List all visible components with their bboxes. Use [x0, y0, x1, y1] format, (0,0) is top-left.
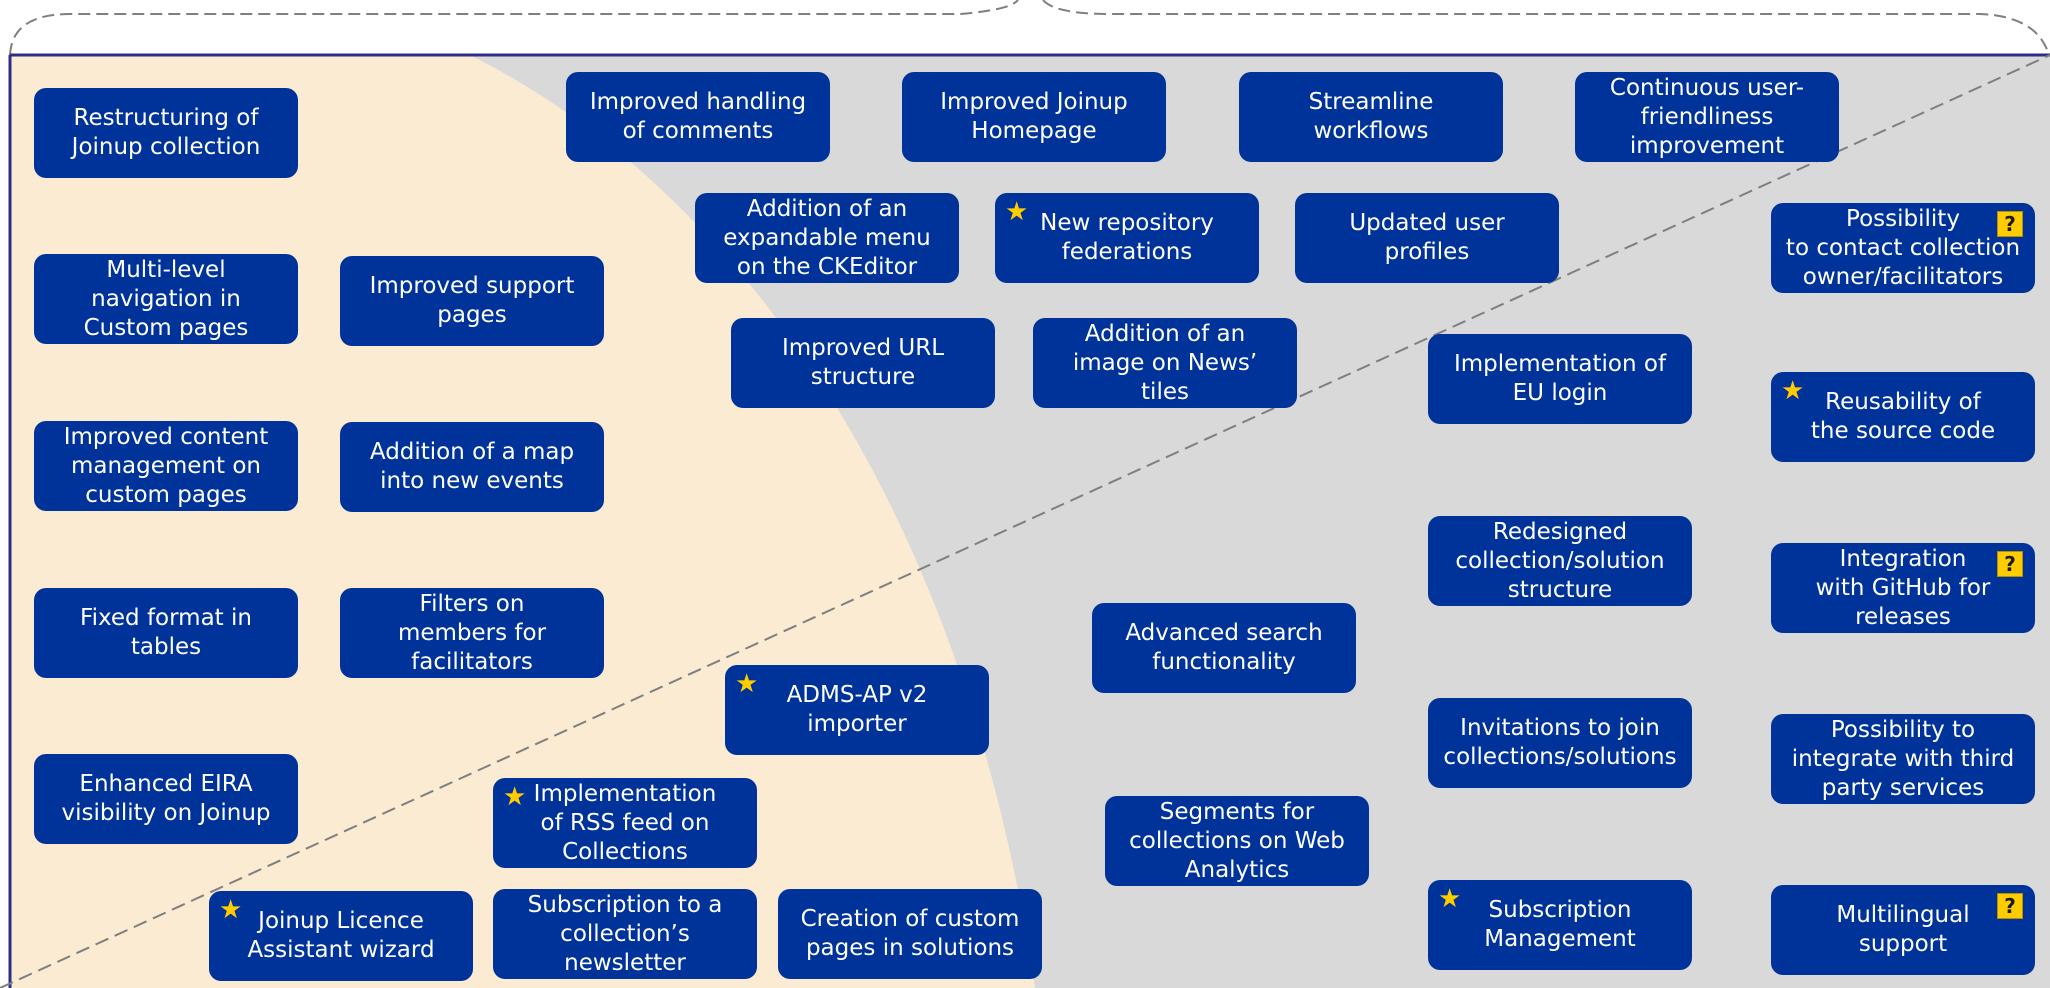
roadmap-card: Addition of a map into new events	[340, 422, 604, 512]
roadmap-card: Implementation of RSS feed on Collection…	[493, 778, 757, 868]
star-icon: ★	[219, 895, 243, 925]
card-label: Updated user profiles	[1349, 210, 1505, 265]
question-icon: ?	[1997, 893, 2023, 919]
star-icon: ★	[735, 669, 759, 699]
card-label: Creation of custom pages in solutions	[800, 906, 1020, 961]
roadmap-card: Invitations to join collections/solution…	[1428, 698, 1692, 788]
card-label: Filters on members for facilitators	[397, 590, 547, 675]
card-label: Improved Joinup Homepage	[940, 89, 1128, 144]
roadmap-card: Improved support pages	[340, 256, 604, 346]
roadmap-card: Possibility to integrate with third part…	[1771, 714, 2035, 804]
roadmap-card: Streamline workflows	[1239, 72, 1503, 162]
roadmap-card: Restructuring of Joinup collection	[34, 88, 298, 178]
roadmap-card: Updated user profiles	[1295, 193, 1559, 283]
card-label: Joinup Licence Assistant wizard	[247, 908, 435, 963]
roadmap-card: Creation of custom pages in solutions	[778, 889, 1042, 979]
card-label: ADMS-AP v2 importer	[786, 682, 928, 737]
roadmap-card: Implementation of EU login	[1428, 334, 1692, 424]
card-label: New repository federations	[1040, 210, 1214, 265]
card-label: Multilingual support	[1836, 902, 1970, 957]
roadmap-card: Possibility to contact collection owner/…	[1771, 203, 2035, 293]
roadmap-card: Fixed format in tables	[34, 588, 298, 678]
roadmap-card: Improved handling of comments	[566, 72, 830, 162]
roadmap-card: Filters on members for facilitators	[340, 588, 604, 678]
card-label: Possibility to integrate with third part…	[1791, 716, 2015, 801]
card-label: Addition of a map into new events	[369, 439, 575, 494]
roadmap-card: Multi-level navigation in Custom pages	[34, 254, 298, 344]
card-label: Continuous user- friendliness improvemen…	[1609, 74, 1805, 159]
card-label: Invitations to join collections/solution…	[1443, 715, 1677, 770]
card-label: Addition of an expandable menu on the CK…	[723, 195, 931, 280]
card-label: Segments for collections on Web Analytic…	[1129, 798, 1345, 883]
card-label: Integration with GitHub for releases	[1815, 545, 1991, 630]
roadmap-card: Improved content management on custom pa…	[34, 421, 298, 511]
star-icon: ★	[1005, 197, 1029, 227]
card-label: Redesigned collection/solution structure	[1455, 518, 1665, 603]
question-icon: ?	[1997, 211, 2023, 237]
roadmap-card: Multilingual support?	[1771, 885, 2035, 975]
diagonal-divider	[0, 54, 2050, 988]
question-icon: ?	[1997, 551, 2023, 577]
top-brace-left	[9, 0, 1019, 56]
roadmap-card: Subscription to a collection’s newslette…	[493, 889, 757, 979]
card-label: Streamline workflows	[1308, 89, 1434, 144]
top-brace-right	[1042, 0, 2049, 53]
roadmap-card: Improved Joinup Homepage	[902, 72, 1166, 162]
roadmap-card: Joinup Licence Assistant wizard★	[209, 891, 473, 981]
roadmap-card: Addition of an image on News’ tiles	[1033, 318, 1297, 408]
roadmap-card: New repository federations ★	[995, 193, 1259, 283]
roadmap-card: Advanced search functionality	[1092, 603, 1356, 693]
card-label: Reusability of the source code	[1810, 389, 1996, 444]
roadmap-card: Subscription Management ★	[1428, 880, 1692, 970]
star-icon: ★	[503, 782, 527, 812]
card-label: Improved handling of comments	[589, 89, 807, 144]
card-label: Restructuring of Joinup collection	[71, 105, 261, 160]
card-label: Possibility to contact collection owner/…	[1785, 205, 2021, 290]
roadmap-card: Reusability of the source code★	[1771, 372, 2035, 462]
roadmap-card: Integration with GitHub for releases?	[1771, 543, 2035, 633]
card-label: Advanced search functionality	[1125, 620, 1323, 675]
card-label: Subscription Management	[1484, 897, 1636, 952]
roadmap-card: Enhanced EIRA visibility on Joinup	[34, 754, 298, 844]
roadmap-card: Segments for collections on Web Analytic…	[1105, 796, 1369, 886]
roadmap-card: Redesigned collection/solution structure	[1428, 516, 1692, 606]
roadmap-card: Continuous user- friendliness improvemen…	[1575, 72, 1839, 162]
card-label: Implementation of EU login	[1453, 351, 1667, 406]
star-icon: ★	[1438, 884, 1462, 914]
card-label: Enhanced EIRA visibility on Joinup	[61, 771, 271, 826]
roadmap-card: Addition of an expandable menu on the CK…	[695, 193, 959, 283]
card-label: Addition of an image on News’ tiles	[1072, 320, 1258, 405]
card-label: Multi-level navigation in Custom pages	[83, 256, 249, 341]
card-label: Implementation of RSS feed on Collection…	[533, 780, 717, 865]
card-label: Improved URL structure	[781, 335, 945, 390]
star-icon: ★	[1781, 376, 1805, 406]
card-label: Fixed format in tables	[80, 605, 252, 660]
card-label: Improved support pages	[369, 273, 575, 328]
card-label: Improved content management on custom pa…	[63, 423, 269, 508]
roadmap-card: ADMS-AP v2 importer ★	[725, 665, 989, 755]
roadmap-card: Improved URL structure	[731, 318, 995, 408]
card-label: Subscription to a collection’s newslette…	[527, 891, 723, 976]
